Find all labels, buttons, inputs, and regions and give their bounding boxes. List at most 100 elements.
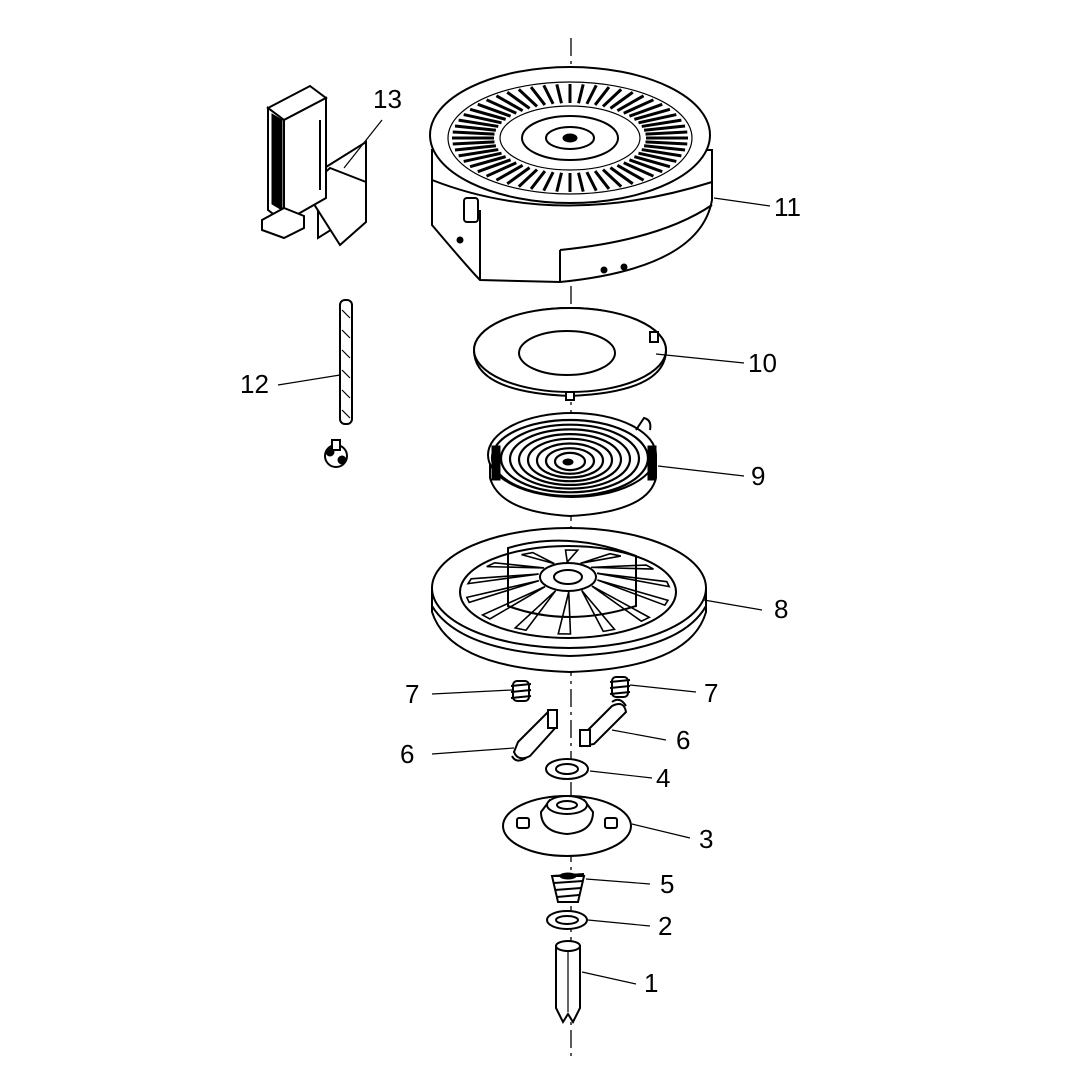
pawl-spring-left (510, 680, 532, 702)
pulley-vane (580, 589, 616, 633)
pawl-retainer (502, 795, 632, 857)
housing-fin (506, 166, 531, 185)
spring-coil (517, 433, 623, 487)
housing-fin (623, 161, 655, 178)
pulley-spokes (465, 549, 671, 635)
callout-2: 2 (658, 911, 672, 941)
lower-washer (546, 910, 588, 930)
housing-fin (542, 171, 555, 192)
spring-coil (544, 447, 596, 475)
housing-fin (454, 144, 497, 152)
housing-fin (469, 155, 507, 169)
housing-fin (555, 172, 563, 193)
pulley-vane (591, 585, 652, 623)
spring-coil (535, 442, 605, 479)
housing-fin (477, 158, 512, 174)
housing-fin (517, 88, 539, 108)
pulley-vane (590, 564, 654, 570)
pawl-spring-right (609, 676, 631, 698)
housing-fin (616, 94, 645, 112)
callout-10: 10 (748, 348, 777, 378)
pulley-vane (466, 573, 539, 585)
housing-fin (601, 88, 623, 108)
callout-11: 11 (774, 192, 801, 222)
pulley-vane (486, 561, 545, 569)
housing-fin (458, 118, 499, 128)
pulley-vane (564, 549, 580, 564)
callout-9: 9 (751, 461, 765, 491)
pulley-vane (580, 552, 621, 565)
housing-fin (495, 164, 524, 182)
rope-knot (324, 439, 348, 468)
callout-1: 1 (644, 968, 658, 998)
starter-housing (429, 66, 713, 284)
callout-4: 4 (656, 763, 670, 793)
housing-fin (623, 98, 655, 115)
housing-fin (641, 148, 682, 158)
callout-8: 8 (774, 594, 788, 624)
callout-5: 5 (660, 869, 674, 899)
housing-fin (645, 130, 688, 136)
pulley-vane (597, 579, 670, 607)
housing-fin (506, 91, 531, 110)
pulley-vane (521, 551, 555, 565)
housing-fin (585, 171, 598, 192)
housing-fin (577, 83, 585, 104)
pulley-vane (480, 585, 546, 620)
housing-fins (452, 83, 688, 193)
housing-fin (609, 91, 634, 110)
housing-fin (628, 158, 663, 174)
callout-7-left: 7 (405, 679, 419, 709)
spring-coil (508, 428, 632, 490)
starter-rope (339, 299, 353, 425)
housing-fin (638, 151, 677, 163)
housing-fin (628, 102, 663, 118)
housing-fin (643, 124, 686, 132)
housing-fin (643, 144, 686, 152)
housing-fin (633, 107, 671, 121)
leader-lines (277, 119, 771, 985)
callout-6-left: 6 (400, 739, 414, 769)
housing-fin (485, 98, 517, 115)
housing-fin (477, 102, 512, 118)
housing-fin (495, 94, 524, 112)
housing-fin (593, 86, 611, 106)
spring-coil (526, 437, 614, 483)
pulley-vane (465, 579, 540, 604)
callout-6-right: 6 (676, 725, 690, 755)
housing-fin (641, 118, 682, 128)
housing-fin (458, 148, 499, 158)
housing-fin (542, 84, 555, 105)
washer (545, 758, 589, 780)
roll-pin (555, 940, 581, 1025)
callout-7-right: 7 (704, 678, 718, 708)
rope-pulley (431, 527, 707, 674)
housing-fin (633, 155, 671, 169)
pulley-vane (513, 590, 557, 632)
housing-fin (577, 172, 585, 193)
pawl-right (579, 698, 628, 748)
housing-fin (638, 113, 677, 125)
pawl-left (511, 709, 558, 762)
housing-fin (463, 151, 502, 163)
housing-fin (469, 107, 507, 121)
pulley-vane (596, 572, 671, 588)
recoil-spring (487, 412, 657, 518)
callout-13: 13 (373, 84, 402, 114)
housing-fin (463, 113, 502, 125)
retainer-spring (550, 872, 586, 903)
spring-coil (499, 423, 641, 494)
housing-fin (529, 170, 547, 190)
housing-fin (454, 124, 497, 132)
housing-fin (452, 130, 495, 136)
housing-fin (517, 168, 539, 188)
housing-fin (555, 83, 563, 104)
callout-3: 3 (699, 824, 713, 854)
housing-fin (485, 161, 517, 178)
callout-12: 12 (240, 369, 269, 399)
housing-fin (585, 84, 598, 105)
pulley-vane (557, 591, 572, 635)
housing-fin (609, 166, 634, 185)
housing-fin (601, 168, 623, 188)
